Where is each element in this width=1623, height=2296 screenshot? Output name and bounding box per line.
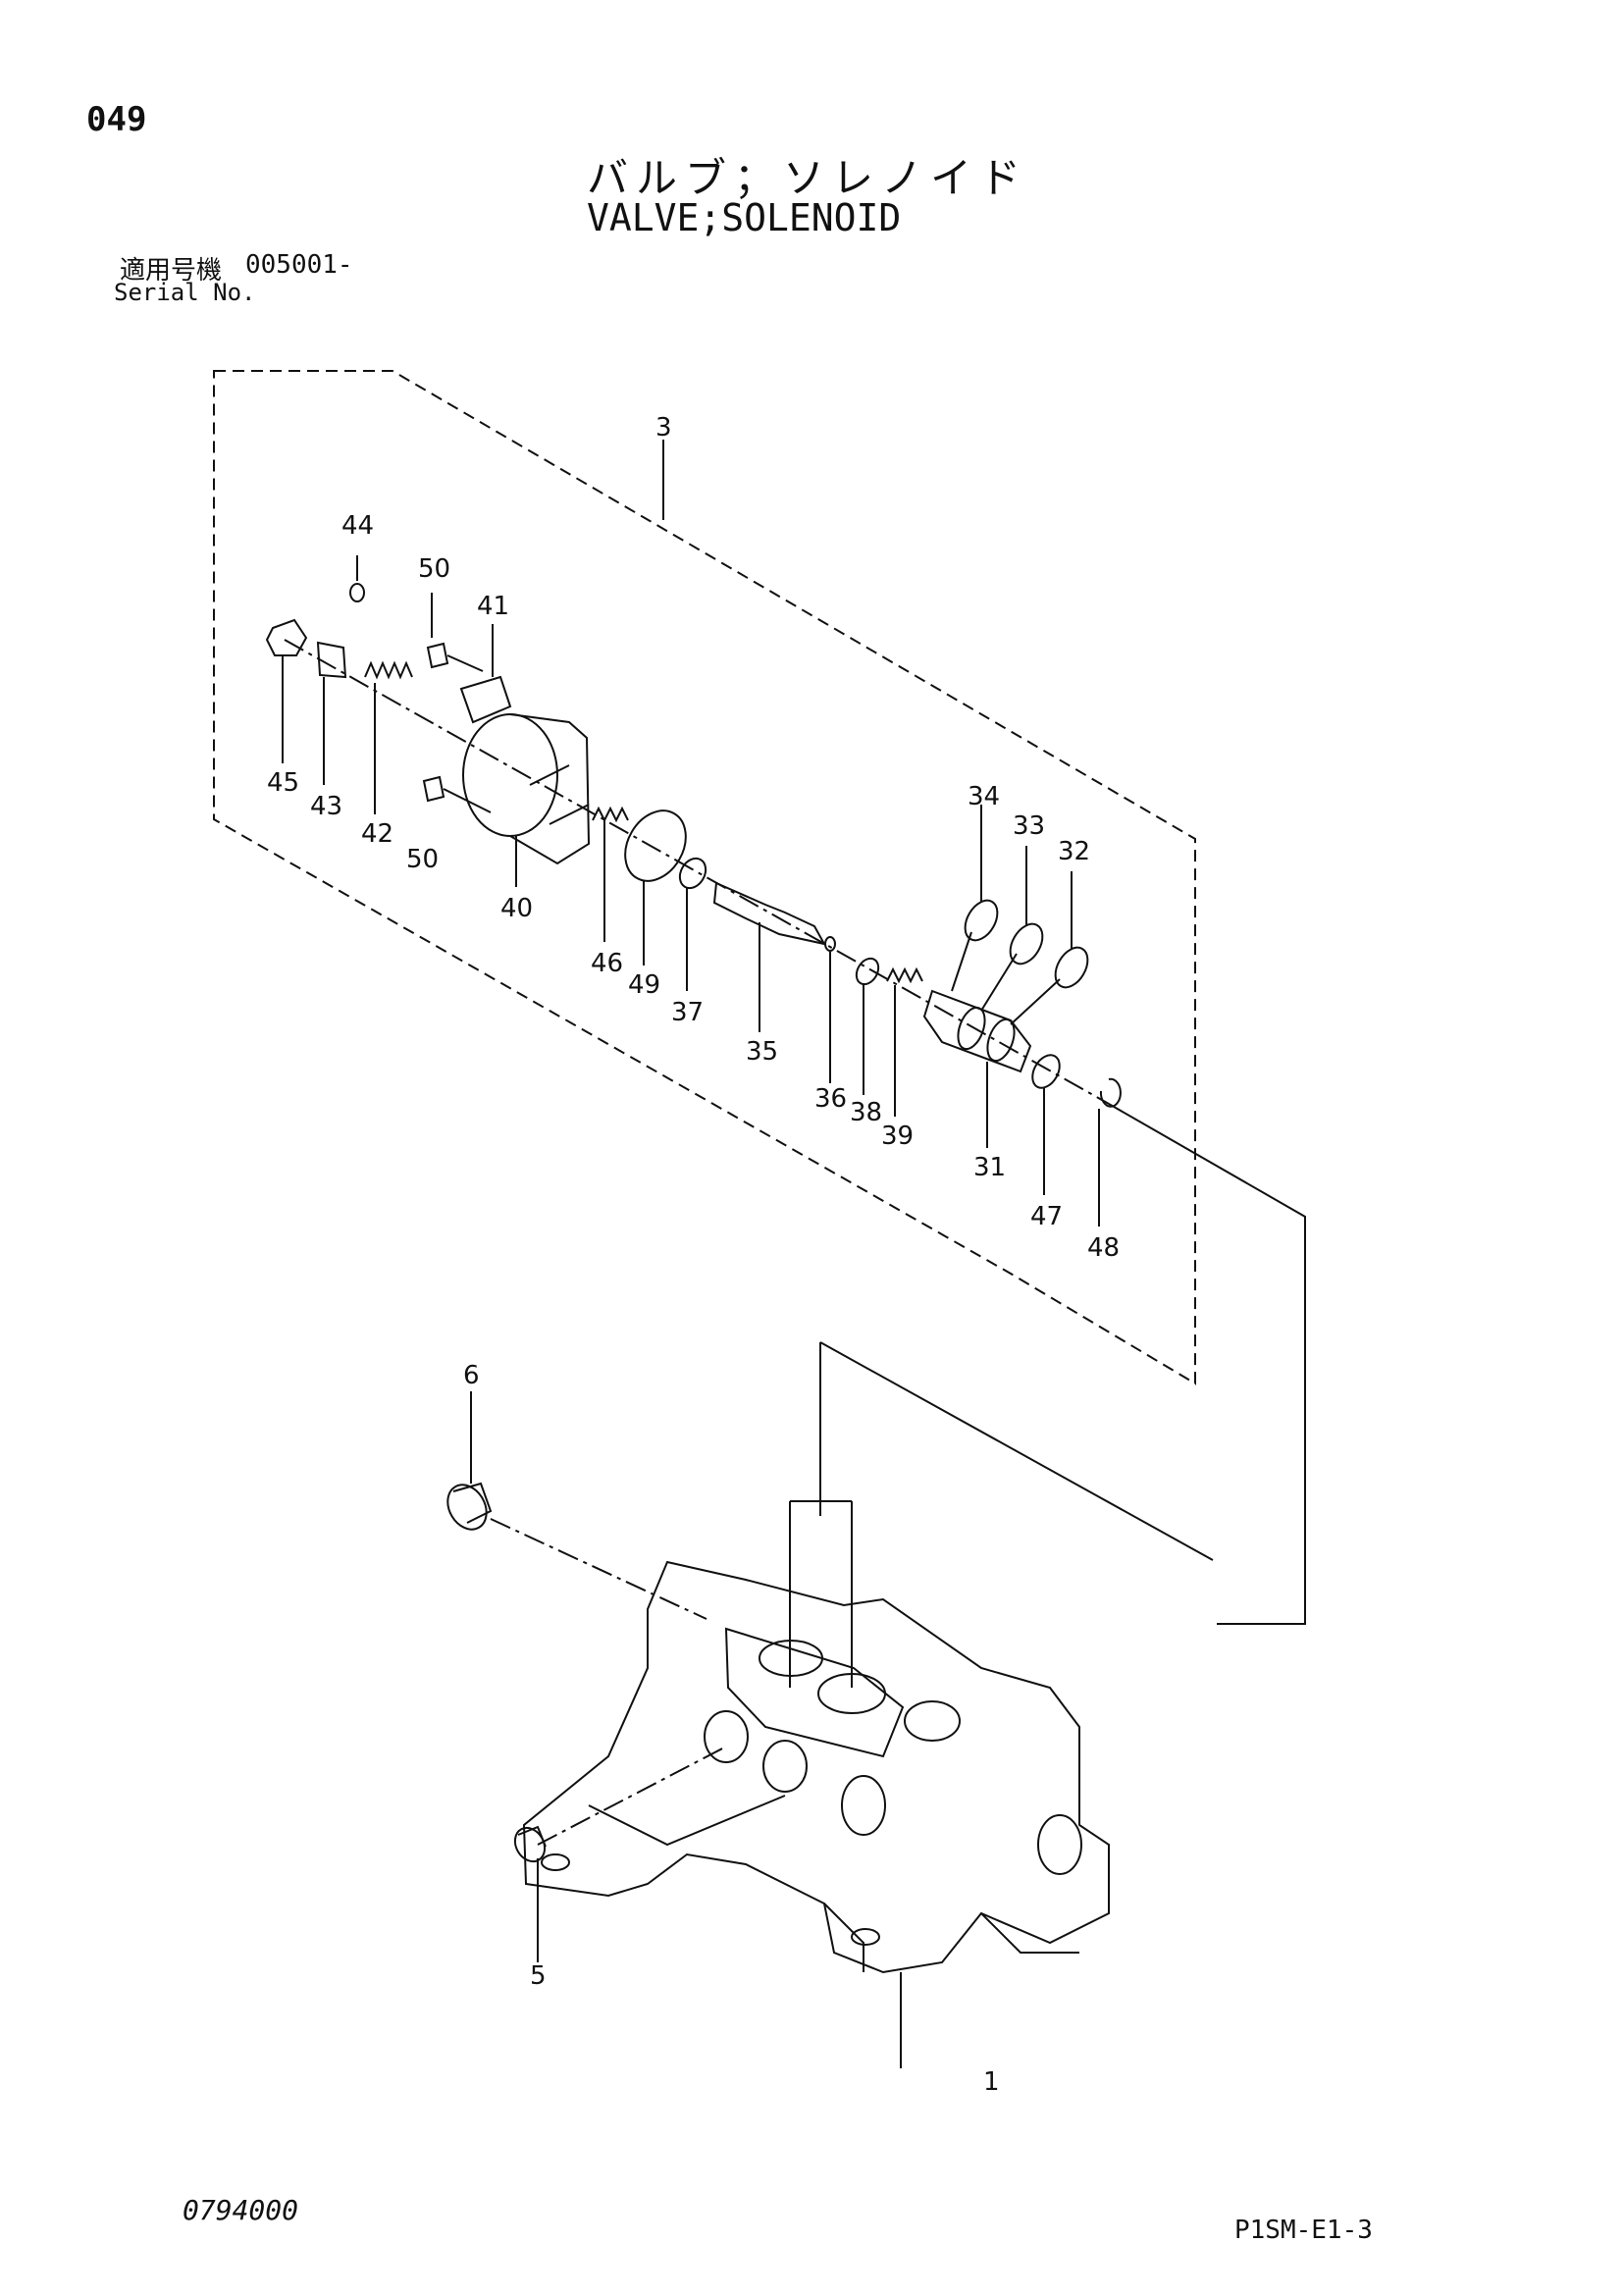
part-label: 34: [968, 782, 1000, 811]
connection-line-plug5: [537, 1746, 727, 1846]
part-label: 6: [463, 1361, 480, 1390]
part-37-washer: [678, 857, 707, 890]
part-label: 50: [418, 554, 450, 584]
part-34-oring: [964, 899, 999, 942]
part-48-snapring: [1099, 1077, 1122, 1108]
part-47-ring: [1031, 1054, 1061, 1089]
part-6-plug: [446, 1484, 488, 1531]
part-label: 44: [341, 511, 374, 541]
title-english: VALVE;SOLENOID: [587, 196, 902, 239]
leader-34: [951, 805, 982, 992]
connection-line-ports: [588, 1795, 786, 1847]
part-label: 1: [983, 2067, 1000, 2097]
part-1-valve-body: [522, 1560, 1110, 1974]
part-49-oring: [624, 809, 687, 882]
part-label: 50: [406, 845, 439, 874]
connection-line-plug6: [490, 1518, 707, 1620]
part-label: 38: [850, 1098, 882, 1127]
part-46-spring: [592, 806, 629, 823]
connection-line-top: [819, 1341, 1214, 1561]
sheet-code: P1SM-E1-3: [1234, 2216, 1373, 2245]
serial-label-english: Serial No.: [114, 279, 256, 306]
part-50-bolt-bottom: [422, 775, 492, 813]
part-label: 40: [500, 894, 533, 923]
document-code: 0794000: [183, 2194, 299, 2226]
part-42-spring: [364, 660, 413, 680]
page-number: 049: [86, 100, 147, 139]
part-label: 35: [746, 1037, 778, 1067]
centre-axis: [284, 639, 1110, 1105]
serial-value: 005001-: [245, 250, 353, 280]
part-43-fitting: [316, 641, 347, 679]
assembly-boundary: [213, 370, 1196, 1385]
part-45-nut: [265, 618, 308, 656]
part-label: 49: [628, 970, 660, 1000]
part-label: 37: [671, 998, 704, 1027]
part-39-spring: [886, 966, 923, 984]
part-44-ball: [349, 583, 365, 602]
part-41-connector: [459, 675, 512, 724]
part-33-oring: [1009, 922, 1044, 965]
part-label: 31: [973, 1153, 1006, 1182]
leader-33: [980, 846, 1027, 1012]
part-label: 46: [591, 949, 623, 978]
part-label: 33: [1013, 811, 1045, 841]
part-label: 39: [881, 1122, 914, 1151]
leader-32: [1010, 871, 1073, 1025]
part-40-solenoid: [462, 713, 558, 837]
part-label: 3: [655, 413, 672, 443]
title-japanese: バルブ；ソレノイド: [587, 154, 1029, 202]
part-label: 47: [1030, 1202, 1063, 1231]
part-label: 32: [1058, 837, 1090, 866]
part-label: 41: [477, 592, 509, 621]
part-label: 48: [1087, 1233, 1120, 1263]
part-40-flange: [509, 713, 591, 865]
part-label: 36: [814, 1084, 847, 1114]
part-label: 43: [310, 792, 342, 821]
part-32-oring: [1054, 946, 1089, 989]
part-label: 5: [530, 1961, 547, 1991]
part-label: 45: [267, 768, 299, 798]
part-38-ring: [855, 957, 880, 986]
part-50-bolt-top: [426, 642, 484, 672]
serial-label-japanese: 適用号機: [120, 256, 223, 286]
connection-line-port-a: [789, 1500, 853, 1688]
part-label: 42: [361, 819, 393, 849]
part-36-pin: [824, 936, 836, 952]
connection-line-right: [1108, 1103, 1306, 1625]
